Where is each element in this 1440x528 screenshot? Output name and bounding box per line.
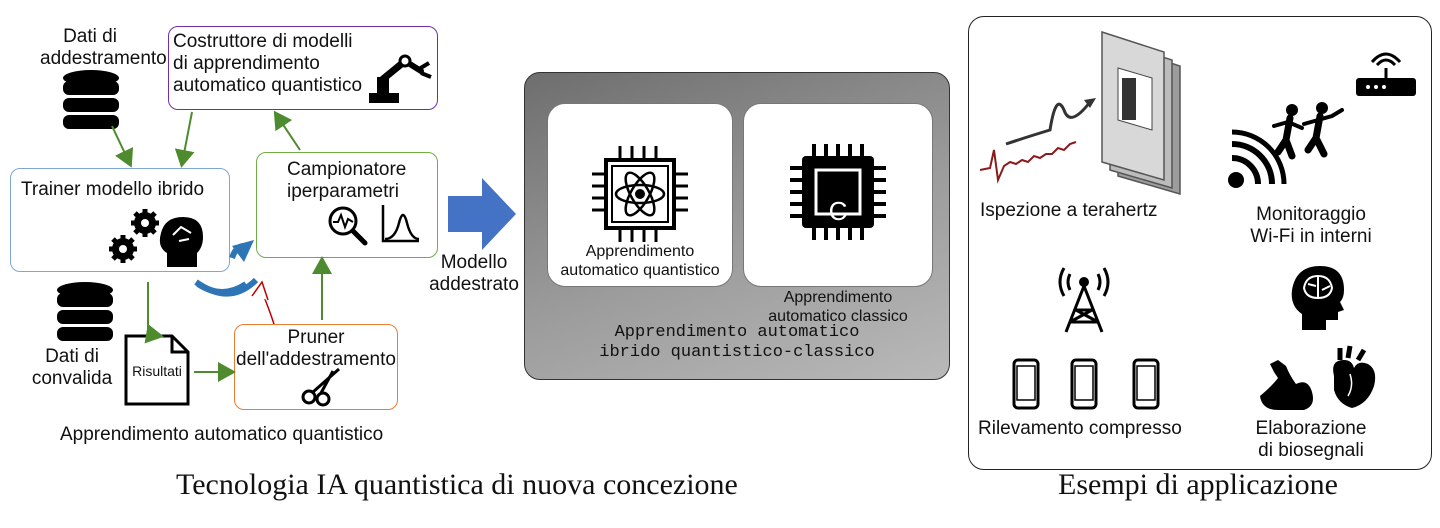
training-data-label: Dati di addestramento [40,26,167,69]
muscle-arm-icon [1260,360,1313,410]
terahertz-panels-icon [1101,30,1181,195]
smartphone-icon-3 [1132,358,1160,410]
heart-organ-icon [1333,345,1376,408]
hyperparameter-sampler-box: Campionatore iperparametri [256,152,438,258]
antenna-tower-icon [1058,267,1110,333]
return-arrow-red [251,280,275,325]
wifi-signal-icon [1228,129,1287,188]
hybrid-trainer-label: Trainer modello ibrido [21,179,205,200]
quantum-ml-label: Apprendimento automatico quantistico [560,243,720,279]
magnifier-pulse-icon [328,206,368,246]
classic-ml-card: C Apprendimento automatico classico [743,103,933,325]
results-label: Risultati [132,363,182,379]
brain-head-icon [1291,266,1344,330]
trained-model-label: Modello addestrato [429,252,519,295]
results-document-icon [124,334,190,406]
smartphone-icon-1 [1012,358,1040,410]
terahertz-label: Ispezione a terahertz [980,200,1158,221]
database-icon-training [63,70,119,129]
hybrid-ml-panel: Apprendimento automatico quantistico C A… [524,72,950,380]
pruner-box: Pruner dell'addestramento [234,324,398,410]
database-icon-validation [57,282,113,341]
wifi-label: Monitoraggio Wi-Fi in interni [1250,204,1372,247]
hybrid-ml-title: Apprendimento automatico ibrido quantist… [599,323,875,362]
left-caption: Tecnologia IA quantistica di nuova conce… [176,468,738,501]
compressed-sensing-label: Rilevamento compresso [978,418,1182,439]
pruner-label: Pruner dell'addestramento [236,327,396,370]
classic-chip-icon [790,144,886,240]
model-builder-box: Costruttore di modelli di apprendimento … [168,26,438,110]
people-dancing-icon [1272,102,1344,160]
quantum-ml-section-label: Apprendimento automatico quantistico [60,424,384,445]
gears-head-icon [109,209,203,267]
hybrid-trainer-box: Trainer modello ibrido [10,168,230,272]
scissors-icon [301,367,340,407]
flow-arrows [111,110,332,382]
validation-data-label: Dati di convalida [31,346,113,389]
right-caption: Esempi di applicazione [1058,468,1338,501]
smartphone-icon-2 [1070,358,1098,410]
distribution-curve-icon [381,205,420,243]
classic-ml-label: Apprendimento automatico classico [768,289,908,325]
quantum-ml-card: Apprendimento automatico quantistico [547,103,733,287]
loop-arrow-blue [194,240,259,297]
big-blue-arrow [448,178,516,250]
chip-letter: C [828,196,848,226]
quantum-chip-icon [592,146,688,242]
sampler-label: Campionatore iperparametri [287,159,407,202]
terahertz-signal-icon [979,98,1096,184]
biosignal-label: Elaborazione di biosegnali [1255,418,1367,461]
robot-arm-icon [369,54,432,103]
router-icon [1356,52,1416,96]
model-builder-label: Costruttore di modelli di apprendimento … [173,31,363,96]
